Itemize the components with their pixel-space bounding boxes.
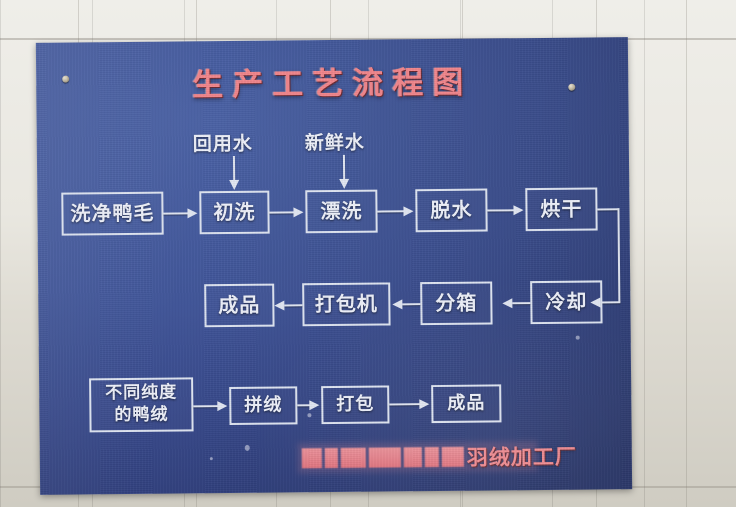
arrowhead-right — [513, 205, 524, 216]
arrowhead-right — [309, 400, 320, 411]
sign-title: 生产工艺流程图 — [192, 64, 473, 104]
node-finished-product-line1: 成品 — [204, 283, 275, 328]
connector-sorting-to-packing — [402, 303, 421, 306]
redaction-block — [324, 447, 338, 469]
node-dewater: 脱水 — [415, 188, 488, 233]
input-label-fresh-water: 新鲜水 — [304, 131, 365, 155]
arrowhead-down — [229, 179, 240, 191]
factory-name-footer: 羽绒加工厂 — [301, 443, 577, 472]
arrowhead-right — [187, 208, 198, 219]
node-dry: 烘干 — [525, 187, 598, 232]
process-flow-sign-board: 生产工艺流程图 回用水 新鲜水 洗净鸭毛 初洗 漂洗 脱水 烘干 成品 打包机 … — [35, 37, 633, 495]
connector-fresh-water-to-rinse — [342, 154, 346, 181]
arrowhead-right — [403, 206, 414, 217]
node-rinse: 漂洗 — [305, 189, 378, 234]
factory-name-visible: 羽绒加工厂 — [466, 444, 577, 470]
connector-cooling-to-sorting — [512, 302, 531, 305]
redaction-block — [301, 448, 322, 469]
arrowhead-left — [502, 298, 513, 309]
paint-speck — [209, 457, 213, 461]
connector-dewater-to-dry — [487, 209, 516, 212]
arrowhead-right — [293, 207, 304, 218]
node-cooling: 冷却 — [530, 280, 603, 325]
redaction-block — [403, 447, 422, 468]
paint-speck — [244, 444, 250, 451]
arrowhead-right — [217, 401, 228, 412]
wall-panel-line — [686, 0, 687, 507]
redaction-block — [368, 447, 401, 468]
input-label-recycled-water: 回用水 — [192, 132, 253, 156]
node-packing: 打包 — [321, 385, 390, 425]
redaction-block — [441, 446, 464, 467]
node-washed-duck-feathers: 洗净鸭毛 — [61, 191, 164, 236]
node-box-sorting: 分箱 — [420, 281, 493, 326]
arrowhead-left — [392, 299, 403, 310]
node-packing-machine: 打包机 — [302, 282, 391, 327]
node-label-line2: 的鸭绒 — [114, 404, 169, 426]
redaction-block — [340, 447, 366, 468]
connector-packing-to-finished3 — [389, 403, 422, 406]
connector-dry-to-cooling-bottom — [600, 301, 621, 304]
paint-speck — [575, 335, 580, 340]
redaction-block — [424, 447, 439, 468]
connector-rinse-to-dewater — [377, 210, 406, 213]
arrowhead-left — [274, 300, 285, 311]
connector-down-to-blending — [193, 405, 220, 408]
connector-dry-to-cooling-top — [597, 208, 620, 211]
arrowhead-right — [419, 399, 430, 410]
node-finished-product-line3: 成品 — [431, 384, 502, 424]
node-down-blending: 拼绒 — [229, 386, 298, 426]
arrowhead-down — [339, 178, 350, 189]
node-first-wash: 初洗 — [199, 190, 270, 235]
connector-dry-to-cooling-side — [617, 208, 621, 303]
connector-first-wash-to-rinse — [269, 211, 296, 214]
connector-packing-to-finished — [284, 304, 303, 307]
node-duck-down-purities: 不同纯度 的鸭绒 — [89, 377, 194, 433]
node-label-line1: 不同纯度 — [105, 382, 178, 404]
connector-recycled-water-to-first-wash — [232, 155, 236, 182]
connector-feathers-to-first-wash — [163, 212, 190, 215]
paint-speck — [307, 413, 312, 418]
